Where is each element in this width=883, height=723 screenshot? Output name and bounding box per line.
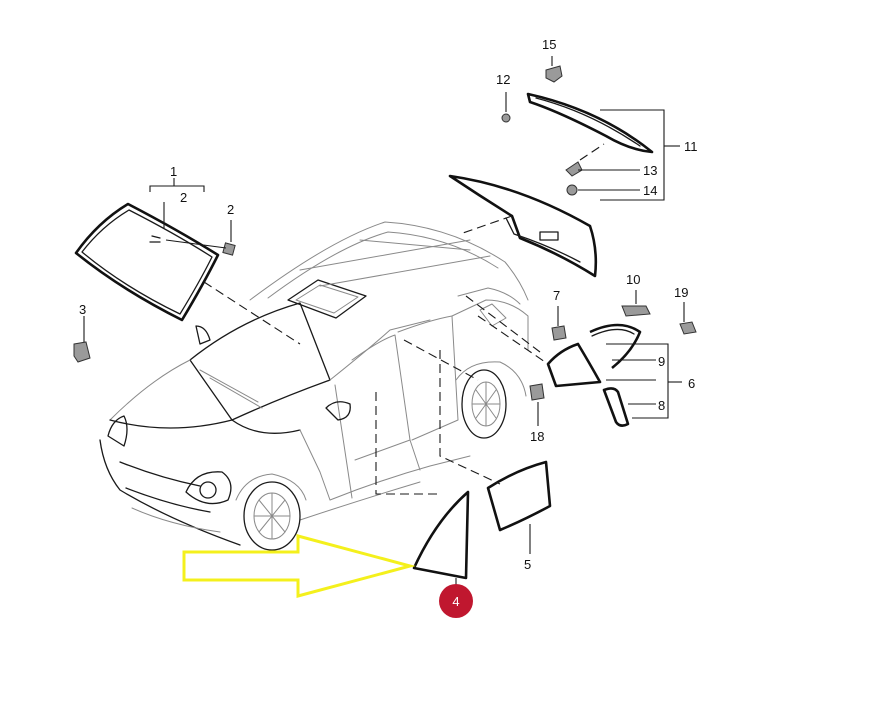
- label-11: 11: [684, 139, 698, 154]
- rear-window-part: [448, 174, 598, 278]
- part-number-badge[interactable]: 4: [439, 584, 473, 618]
- assembly-lines: [203, 215, 549, 495]
- label-15: 15: [542, 37, 556, 52]
- label-1: 1: [170, 164, 177, 179]
- label-8: 8: [658, 398, 665, 413]
- quarter-glass-group: [529, 290, 697, 427]
- label-13: 13: [643, 163, 657, 178]
- label-5: 5: [524, 557, 531, 572]
- label-2: 2: [180, 190, 187, 205]
- label-6: 6: [688, 376, 695, 391]
- bracket-part-3: [73, 316, 91, 363]
- windshield-part: [74, 202, 236, 322]
- label-7: 7: [553, 288, 560, 303]
- part-labels: 1 2 2 3 5 6 7 8 9 10 11 12 13 14 15 18 1…: [79, 37, 698, 572]
- label-10: 10: [626, 272, 640, 287]
- label-9: 9: [658, 354, 665, 369]
- label-18: 18: [530, 429, 544, 444]
- side-window-part-5: [486, 460, 552, 554]
- label-19: 19: [674, 285, 688, 300]
- vehicle-outline: [99, 221, 529, 551]
- label-2b: 2: [227, 202, 234, 217]
- spoiler-part: [501, 56, 680, 201]
- label-3: 3: [79, 302, 86, 317]
- badge-label: 4: [452, 594, 459, 609]
- label-14: 14: [643, 183, 657, 198]
- arrow-right-icon: [182, 534, 416, 598]
- side-window-part-4: [412, 490, 470, 590]
- label-12: 12: [496, 72, 510, 87]
